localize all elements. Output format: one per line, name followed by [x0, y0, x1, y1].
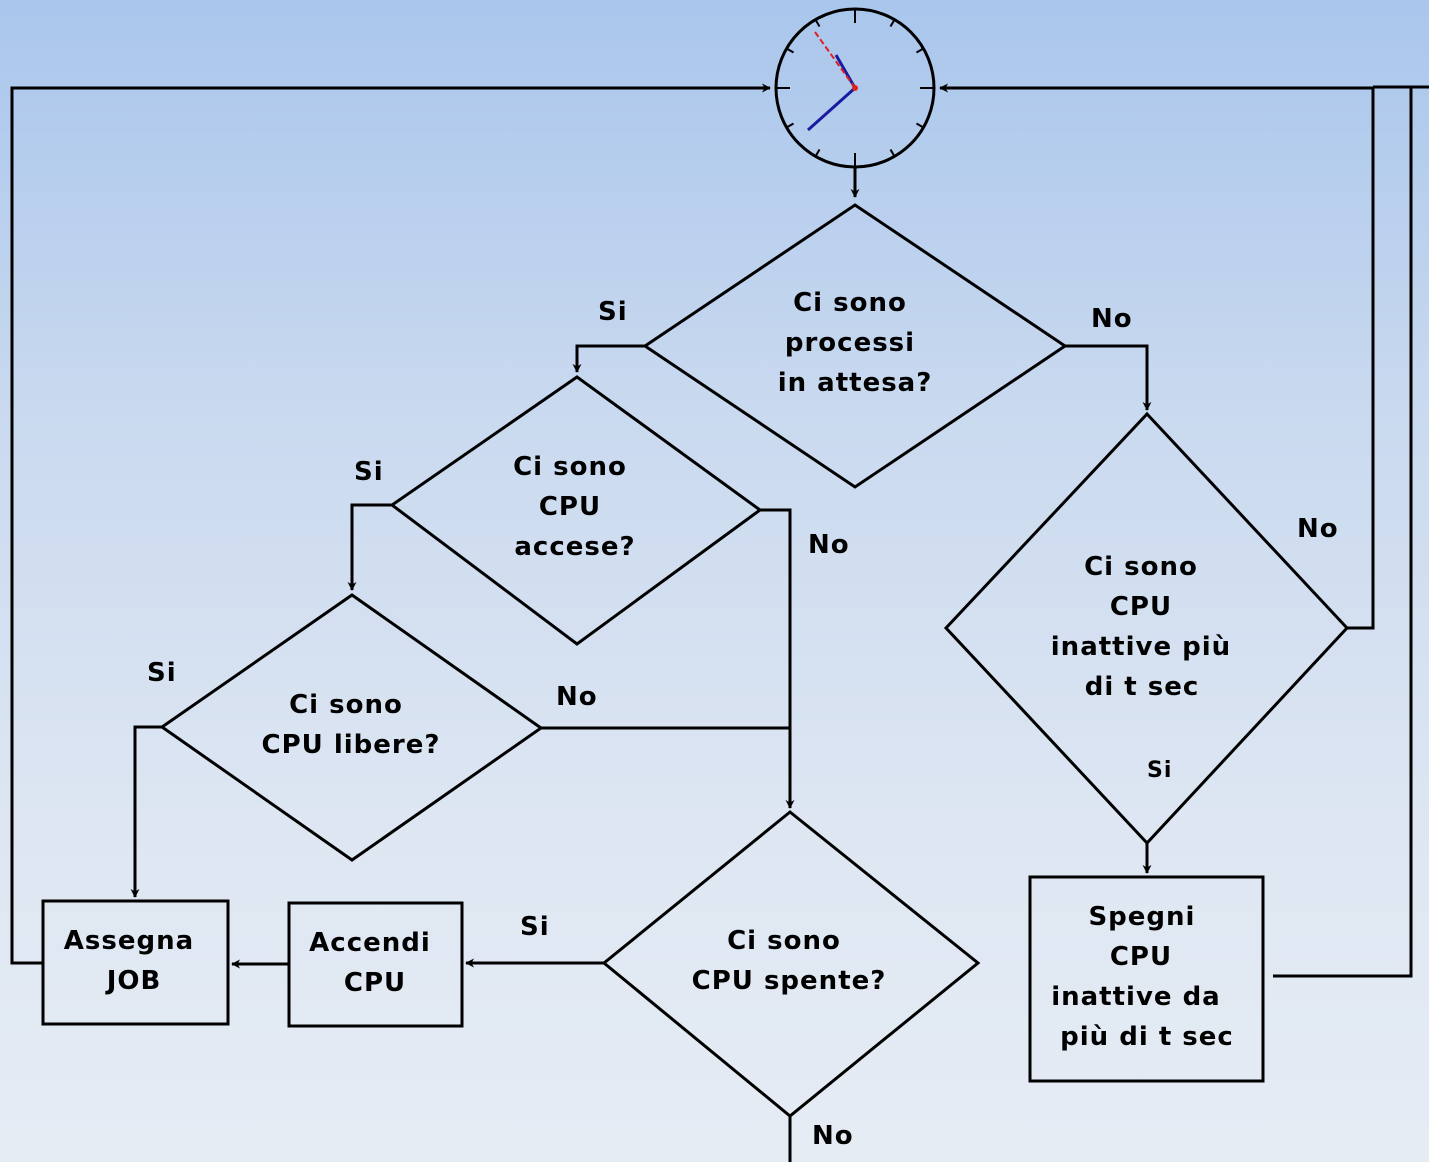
- clock-tick: [814, 19, 821, 28]
- clock-tick: [814, 148, 821, 157]
- clock-tick: [786, 122, 795, 129]
- connector-processi-no: [1065, 344, 1152, 411]
- process-spegni-cpu: [1028, 875, 1265, 1083]
- decision-cpu-accese: [389, 375, 763, 646]
- connector-accese-no: [760, 508, 795, 809]
- decision-cpu-libere: [159, 593, 544, 862]
- clock-second-hand: [814, 31, 856, 89]
- clock-hour-hand: [807, 86, 856, 132]
- connector-inattive-no: [939, 83, 1375, 630]
- text-assegna-job: Assegna JOB: [64, 926, 204, 996]
- label-accese-si: Si: [354, 457, 384, 487]
- clock-minute-hand: [834, 54, 857, 89]
- connector-spegni-loop: [1273, 85, 1413, 978]
- text-cpu-inattive: Ci sono CPU inattive più di t sec: [1051, 552, 1241, 702]
- clock-tick: [889, 148, 896, 157]
- clock-tick: [786, 47, 795, 54]
- text-accendi-cpu: Accendi CPU: [309, 928, 441, 998]
- connector-libere-si: [130, 725, 162, 898]
- connector-accese-si: [347, 503, 392, 591]
- process-assegna-job: [41, 899, 230, 1026]
- connector-processi-si: [572, 344, 645, 373]
- label-accese-no: No: [808, 530, 850, 560]
- connector-assegna-loop: [10, 83, 771, 965]
- clock-icon: [774, 7, 936, 169]
- label-inattive-no: No: [1297, 514, 1339, 544]
- clock-tick: [889, 19, 896, 28]
- text-cpu-spente: Ci sono CPU spente?: [692, 926, 887, 996]
- label-libere-no: No: [556, 682, 598, 712]
- decision-cpu-inattive: [943, 411, 1350, 846]
- text-cpu-accese: Ci sono CPU accese?: [513, 452, 637, 562]
- label-libere-si: Si: [147, 658, 177, 688]
- text-cpu-libere: Ci sono CPU libere?: [262, 690, 441, 760]
- process-accendi-cpu: [287, 901, 464, 1028]
- clock-tick: [915, 122, 924, 129]
- label-processi-si: Si: [598, 297, 628, 327]
- clock-tick: [915, 47, 924, 54]
- text-processi-attesa: Ci sono processi in attesa?: [778, 288, 933, 398]
- decision-cpu-spente: [601, 810, 981, 1118]
- label-processi-no: No: [1091, 304, 1133, 334]
- label-spente-no: No: [812, 1121, 854, 1151]
- decision-processi-attesa: [642, 203, 1068, 489]
- text-spegni-cpu: Spegni CPU inattive da più di t sec: [1051, 902, 1234, 1052]
- label-spente-si: Si: [520, 912, 550, 942]
- label-inattive-si: Si: [1147, 758, 1172, 783]
